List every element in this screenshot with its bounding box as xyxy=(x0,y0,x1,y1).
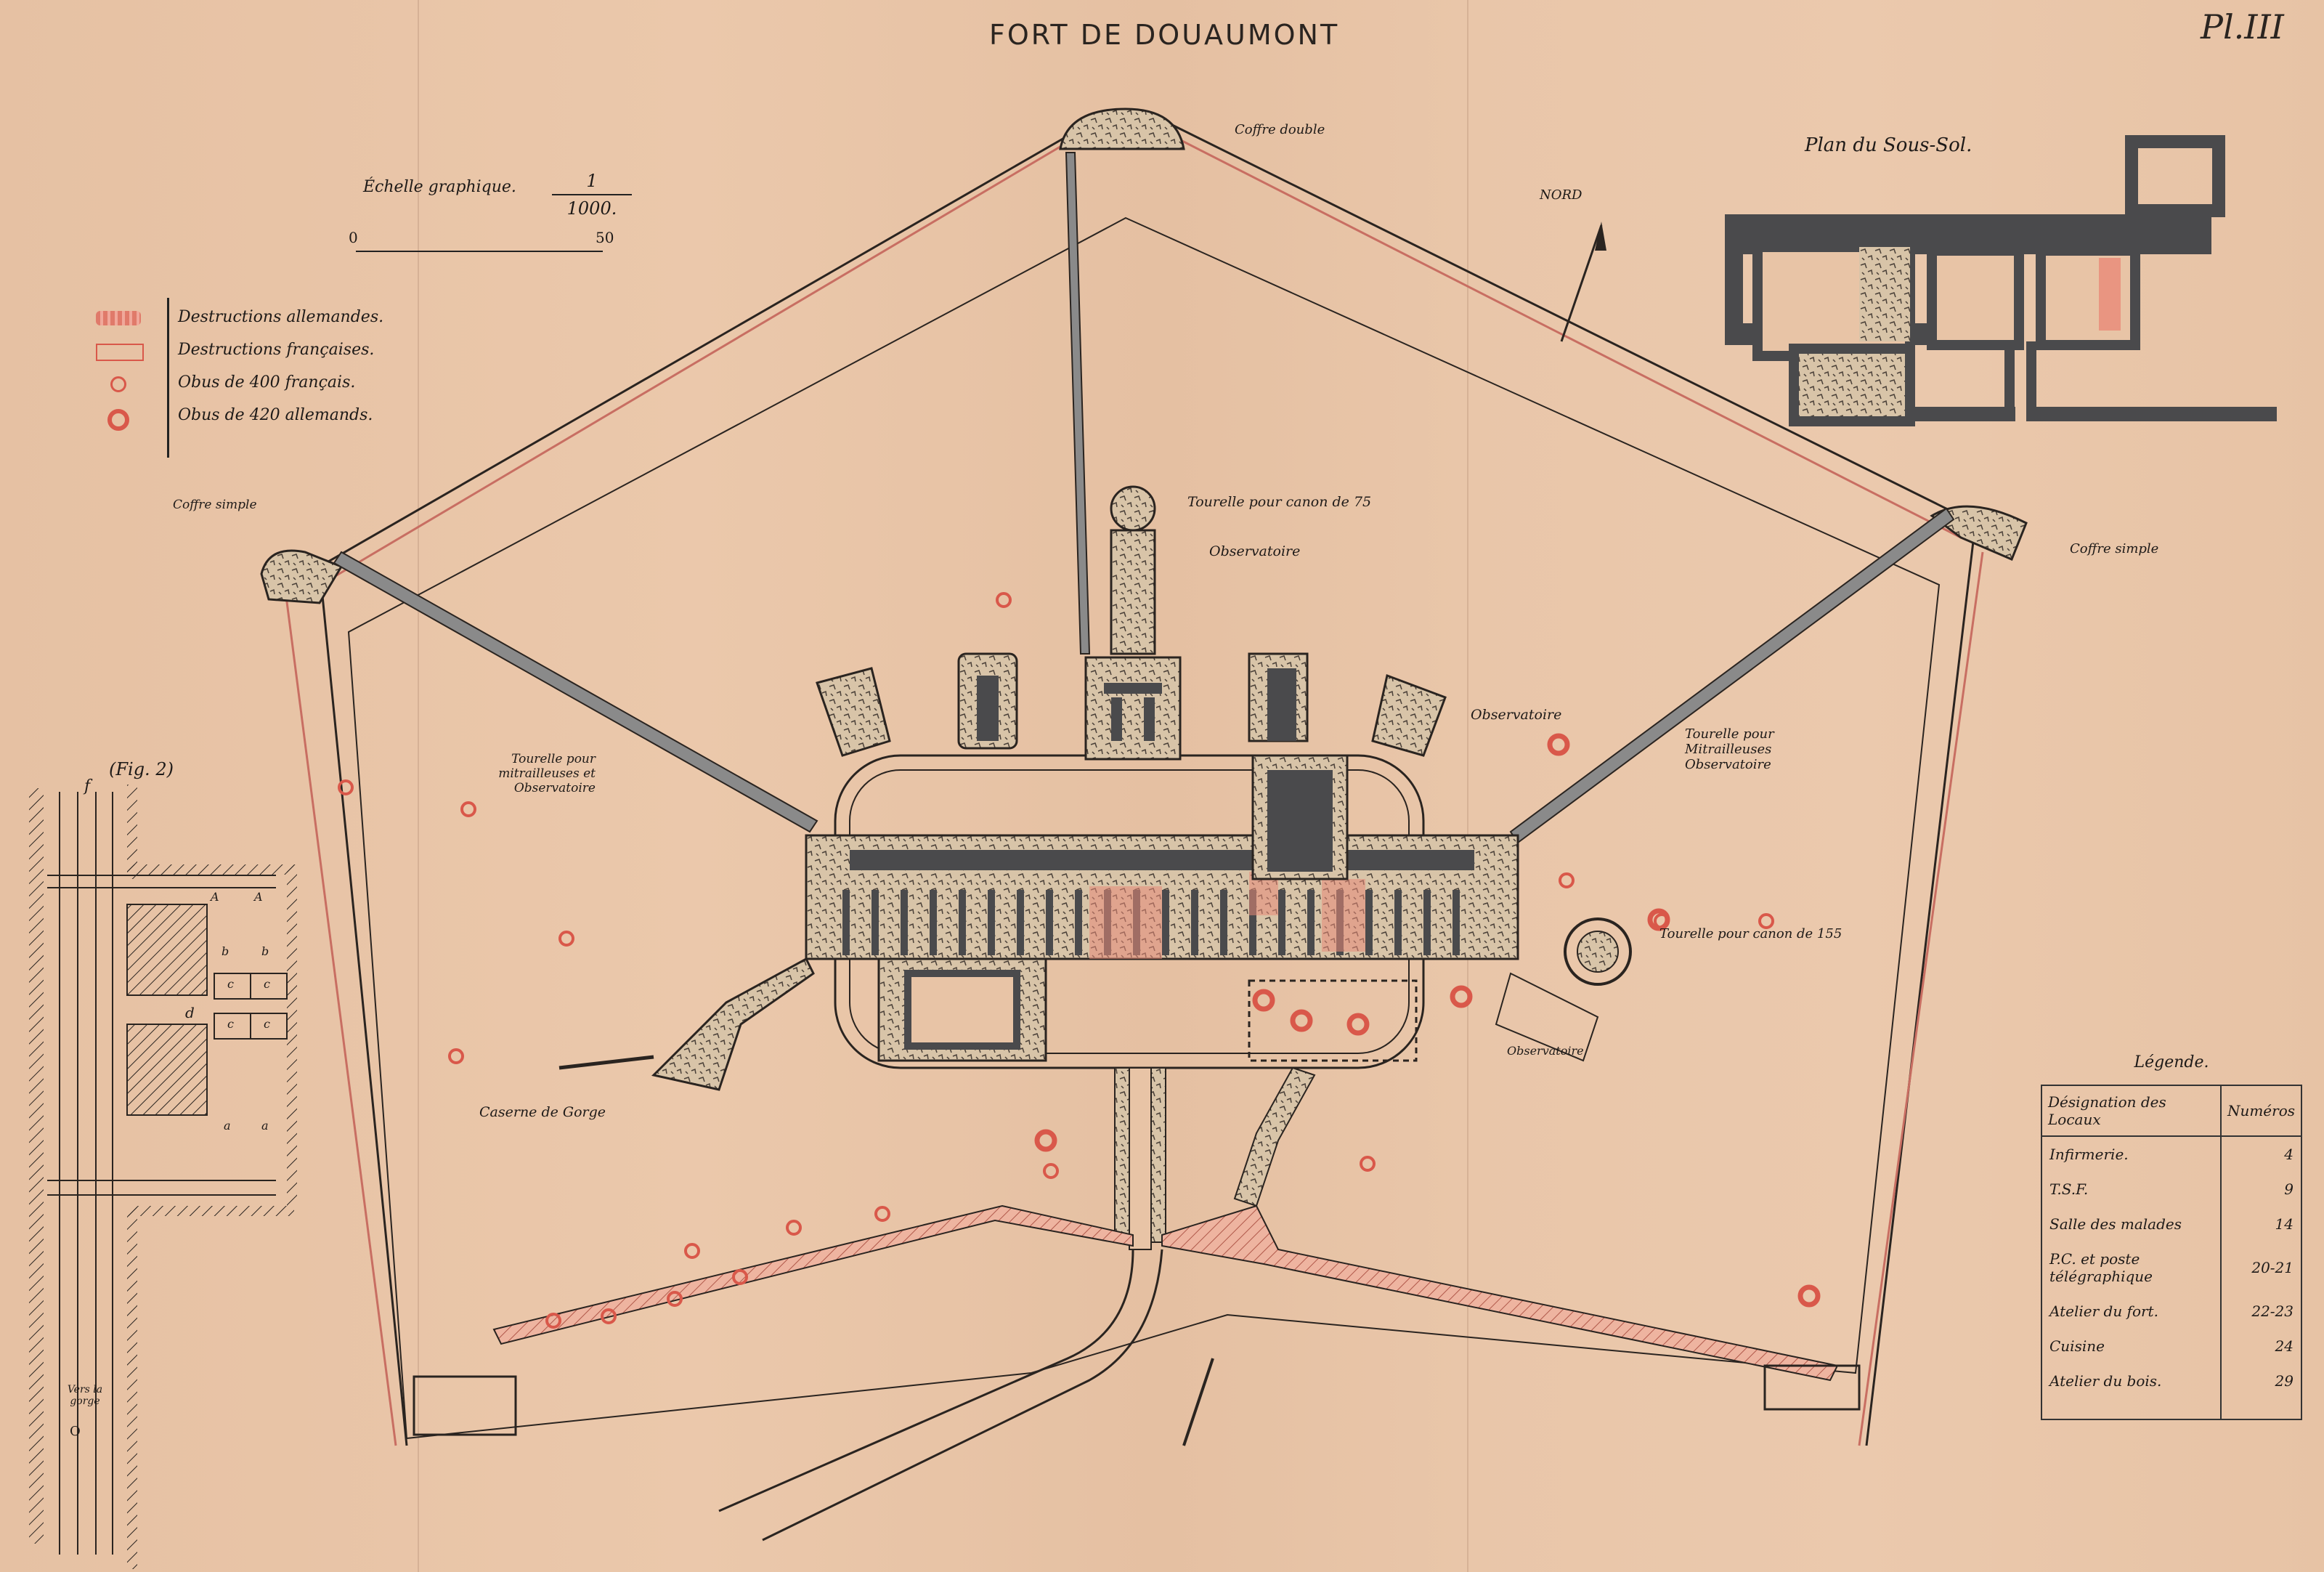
fig2-cell-label: c xyxy=(227,1017,234,1031)
legend-row: Obus de 400 français. xyxy=(87,370,378,400)
fig2-label-f: f xyxy=(84,777,91,795)
table-row: Infirmerie. 4 xyxy=(2041,1136,2301,1172)
rooms-legend-table: Désignation des Locaux Numéros Infirmeri… xyxy=(2041,1085,2302,1420)
fig2-bottom-label: Vers la gorge xyxy=(67,1384,103,1407)
label-observatory-right: Observatoire xyxy=(1471,707,1562,723)
legend-label: Obus de 400 français. xyxy=(178,373,356,392)
room-name: Cuisine xyxy=(2049,1337,2105,1355)
room-name: Atelier du bois. xyxy=(2049,1372,2162,1390)
fig2-cell-label: a xyxy=(224,1119,231,1133)
small-shell-circle-icon xyxy=(110,376,126,392)
table-row: T.S.F. 9 xyxy=(2041,1172,2301,1207)
scale-bar xyxy=(356,251,603,252)
scale-numerator: 1 xyxy=(586,171,598,191)
scale-ratio: 1 1000. xyxy=(552,171,632,219)
legend-label: Destructions françaises. xyxy=(178,341,375,359)
french-destruction-swatch xyxy=(96,344,144,361)
fig2-cell-label: a xyxy=(261,1119,269,1133)
legend-label: Obus de 420 allemands. xyxy=(178,406,373,424)
fig2-arrow-label: A xyxy=(254,890,263,904)
fig2-cell-label: b xyxy=(261,944,269,958)
basement-plan-title: Plan du Sous-Sol. xyxy=(1805,134,1972,156)
table-row: Atelier du fort. 22-23 xyxy=(2041,1294,2301,1329)
fig2-arrow-label: A xyxy=(211,890,219,904)
scale-end: 50 xyxy=(596,229,614,246)
scale-denominator: 1000. xyxy=(566,198,617,219)
label-observatory-bottom: Observatoire xyxy=(1507,1044,1584,1058)
label-left-mg-turret: Tourelle pour mitrailleuses et Observato… xyxy=(498,752,596,795)
scale-label: Échelle graphique. xyxy=(363,178,516,196)
fig2-title: (Fig. 2) xyxy=(109,759,174,779)
room-name: P.C. et poste télégraphique xyxy=(2049,1250,2153,1285)
header-designation: Désignation des Locaux xyxy=(2041,1085,2221,1137)
fig2-bottom-mark: O xyxy=(70,1424,81,1439)
map-title: FORT DE DOUAUMONT xyxy=(989,19,1340,51)
plate-number: Pl.III xyxy=(2201,7,2284,46)
paper-fold xyxy=(1467,0,1468,1572)
room-number: 4 xyxy=(2219,1136,2301,1172)
table-row: Salle des malades 14 xyxy=(2041,1207,2301,1241)
room-number: 22-23 xyxy=(2219,1294,2301,1329)
fig2-inset xyxy=(29,785,297,1569)
basement-plan-inset xyxy=(1725,135,2277,426)
table-row: Cuisine 24 xyxy=(2041,1329,2301,1364)
room-number: 9 xyxy=(2219,1172,2301,1207)
fig2-cell-label: c xyxy=(264,1017,270,1031)
fig2-cell-label: c xyxy=(264,977,270,991)
label-coffre-simple-right: Coffre simple xyxy=(2070,541,2159,556)
legend-divider xyxy=(167,298,169,458)
label-gorge-barracks: Caserne de Gorge xyxy=(479,1104,606,1120)
rooms-legend: Légende. Désignation des Locaux Numéros … xyxy=(2041,1053,2302,1420)
header-numbers: Numéros xyxy=(2219,1085,2301,1137)
fig2-cell-label: c xyxy=(227,977,234,991)
label-turret-75: Tourelle pour canon de 75 xyxy=(1187,494,1372,510)
room-number: 14 xyxy=(2219,1207,2301,1241)
table-header-row: Désignation des Locaux Numéros xyxy=(2041,1085,2301,1137)
fig2-label-d: d xyxy=(185,1004,195,1021)
fig2-cell-label: b xyxy=(222,944,229,958)
room-name: Atelier du fort. xyxy=(2049,1302,2158,1320)
german-destruction-swatch xyxy=(96,311,141,325)
room-number: 20-21 xyxy=(2219,1241,2301,1294)
legend-row: Obus de 420 allemands. xyxy=(87,403,378,432)
legend-row: Destructions françaises. xyxy=(87,338,378,367)
label-coffre-simple-left: Coffre simple xyxy=(173,498,257,512)
rooms-legend-caption: Légende. xyxy=(2134,1053,2209,1071)
room-name: Infirmerie. xyxy=(2049,1146,2129,1163)
room-name: T.S.F. xyxy=(2049,1180,2089,1198)
legend-row: Destructions allemandes. xyxy=(87,305,383,334)
scale-fraction-line xyxy=(552,194,632,195)
table-row: Atelier du bois. 29 xyxy=(2041,1364,2301,1419)
label-right-mg-turret: Tourelle pour Mitrailleuses Observatoire xyxy=(1685,726,1774,772)
legend-label: Destructions allemandes. xyxy=(178,308,384,326)
label-turret-155: Tourelle pour canon de 155 xyxy=(1659,926,1842,941)
room-number: 24 xyxy=(2219,1329,2301,1364)
room-name: Salle des malades xyxy=(2049,1215,2182,1233)
room-number: 29 xyxy=(2219,1364,2301,1419)
paper-fold xyxy=(418,0,419,1572)
label-coffre-double: Coffre double xyxy=(1235,122,1325,137)
graphic-scale: Échelle graphique. 1 1000. 0 50 xyxy=(341,171,646,252)
large-shell-circle-icon xyxy=(107,409,129,431)
symbol-legend: Destructions allemandes. Destructions fr… xyxy=(87,298,383,458)
label-observatory-top: Observatoire xyxy=(1209,543,1301,559)
table-row: P.C. et poste télégraphique 20-21 xyxy=(2041,1241,2301,1294)
scale-start: 0 xyxy=(349,229,358,246)
north-label: NORD xyxy=(1540,187,1582,203)
